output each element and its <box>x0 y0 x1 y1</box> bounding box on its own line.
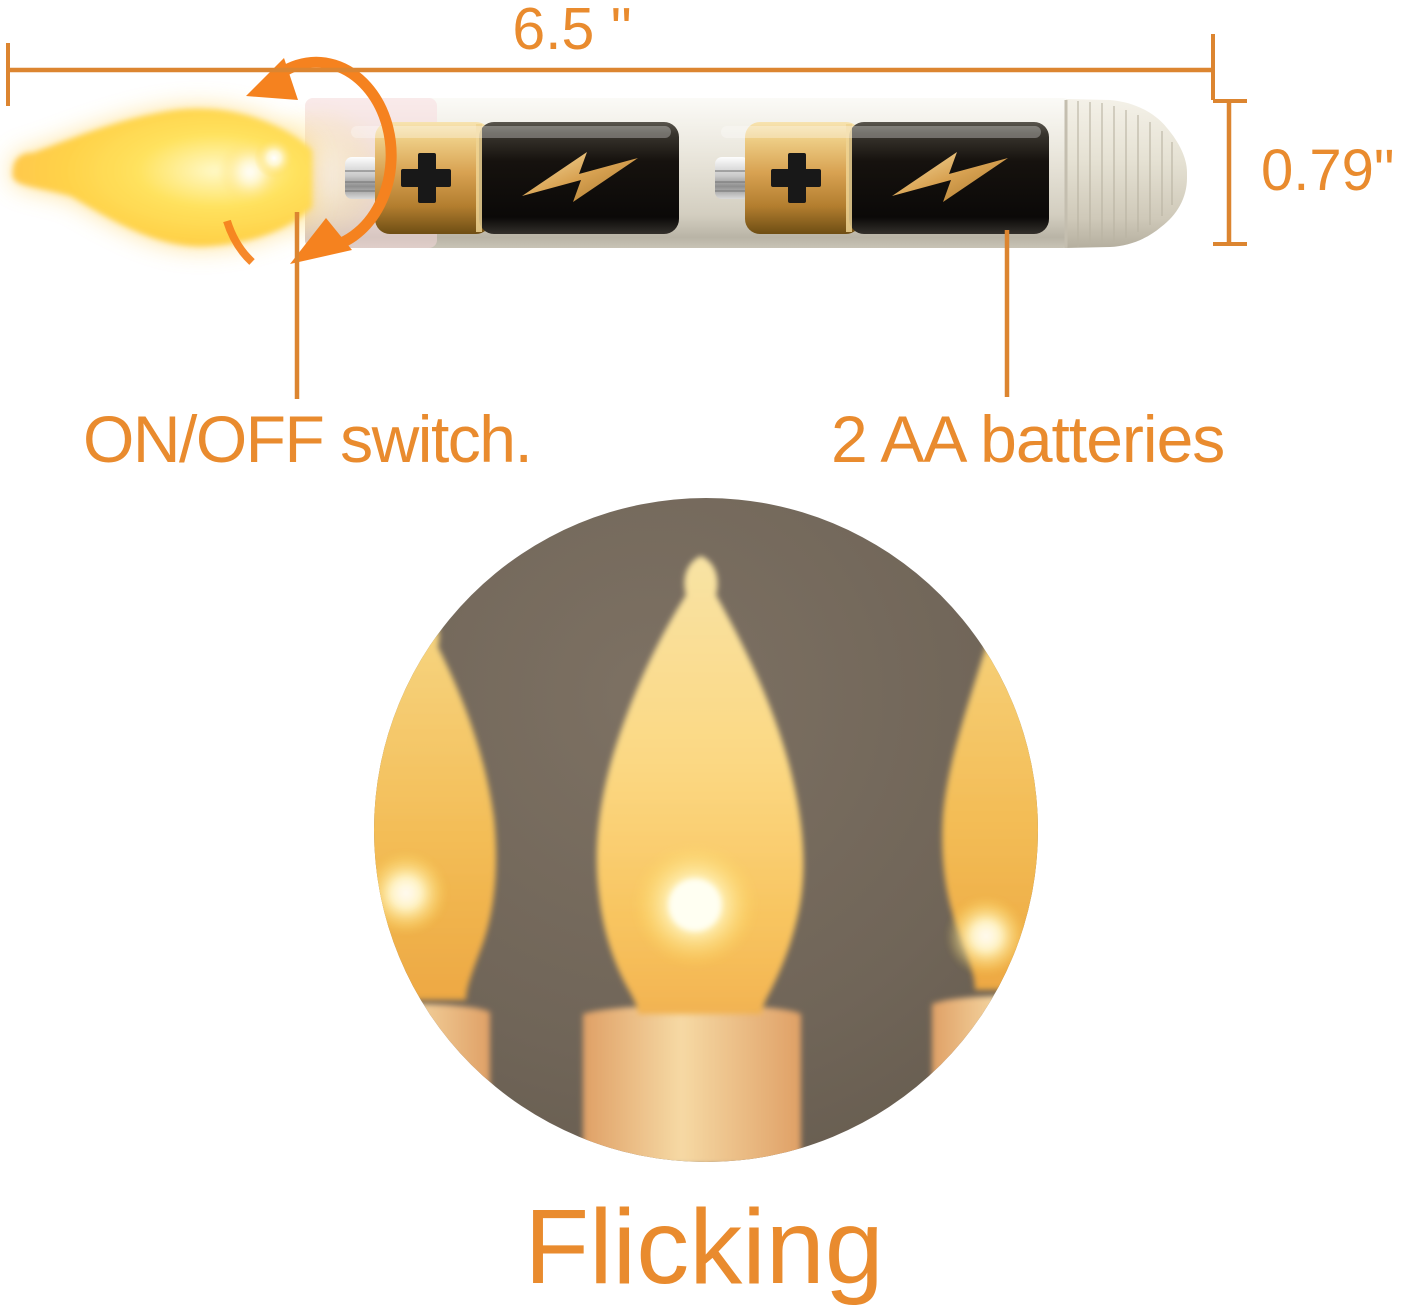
diameter-value: 0.79" <box>1261 138 1394 203</box>
aa-battery-2 <box>714 121 1050 235</box>
candle-body-shape <box>583 1005 801 1162</box>
battery-cap <box>1064 99 1187 248</box>
led-glow-core <box>669 879 721 931</box>
rotation-arc <box>264 56 397 254</box>
flicker-photo <box>374 498 1038 1162</box>
rotation-arc-tail <box>223 219 255 265</box>
diameter-dimension <box>1213 99 1247 246</box>
caption-flicking: Flicking <box>524 1188 883 1306</box>
length-dimension <box>6 34 1215 106</box>
arrowhead-down <box>290 218 352 264</box>
flame-hotspot-small <box>254 138 294 178</box>
rotation-arrow-icon <box>223 56 397 265</box>
candle-bulb-shape <box>942 576 1038 990</box>
led-glow <box>374 851 448 935</box>
photo-candle-center <box>583 556 804 1162</box>
led-glow <box>946 896 1026 976</box>
cap-ribs <box>1077 101 1173 247</box>
battery-label: 2 AA batteries <box>831 402 1224 476</box>
candle-product <box>12 56 1187 265</box>
switch-label: ON/OFF switch. <box>83 402 531 476</box>
flame-icon <box>12 108 313 247</box>
length-value: 6.5 " <box>512 0 631 62</box>
